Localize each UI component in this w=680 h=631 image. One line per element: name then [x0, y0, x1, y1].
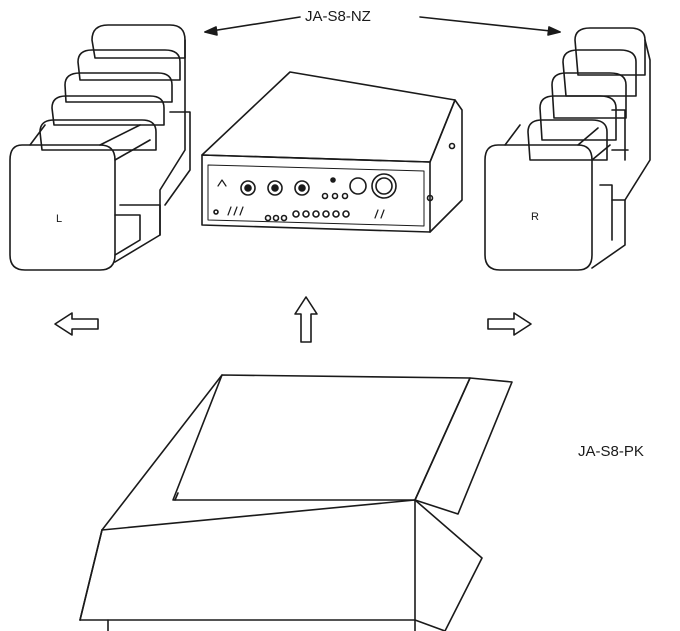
left-foam-spacer	[9, 24, 191, 271]
right-foam-spacer	[484, 27, 651, 271]
spacers-callout-line	[204, 16, 561, 36]
right-spacer-mark: R	[531, 211, 539, 223]
arrow-right-icon	[487, 312, 532, 336]
arrow-left-icon	[54, 312, 99, 336]
arrow-up-icon	[294, 296, 318, 343]
amplifier-unit	[201, 71, 463, 233]
carton-part-number: JA-S8-PK	[578, 443, 644, 461]
left-spacer-mark: L	[56, 213, 63, 225]
spacers-part-number: JA-S8-NZ	[305, 8, 371, 26]
open-carton	[79, 374, 513, 631]
